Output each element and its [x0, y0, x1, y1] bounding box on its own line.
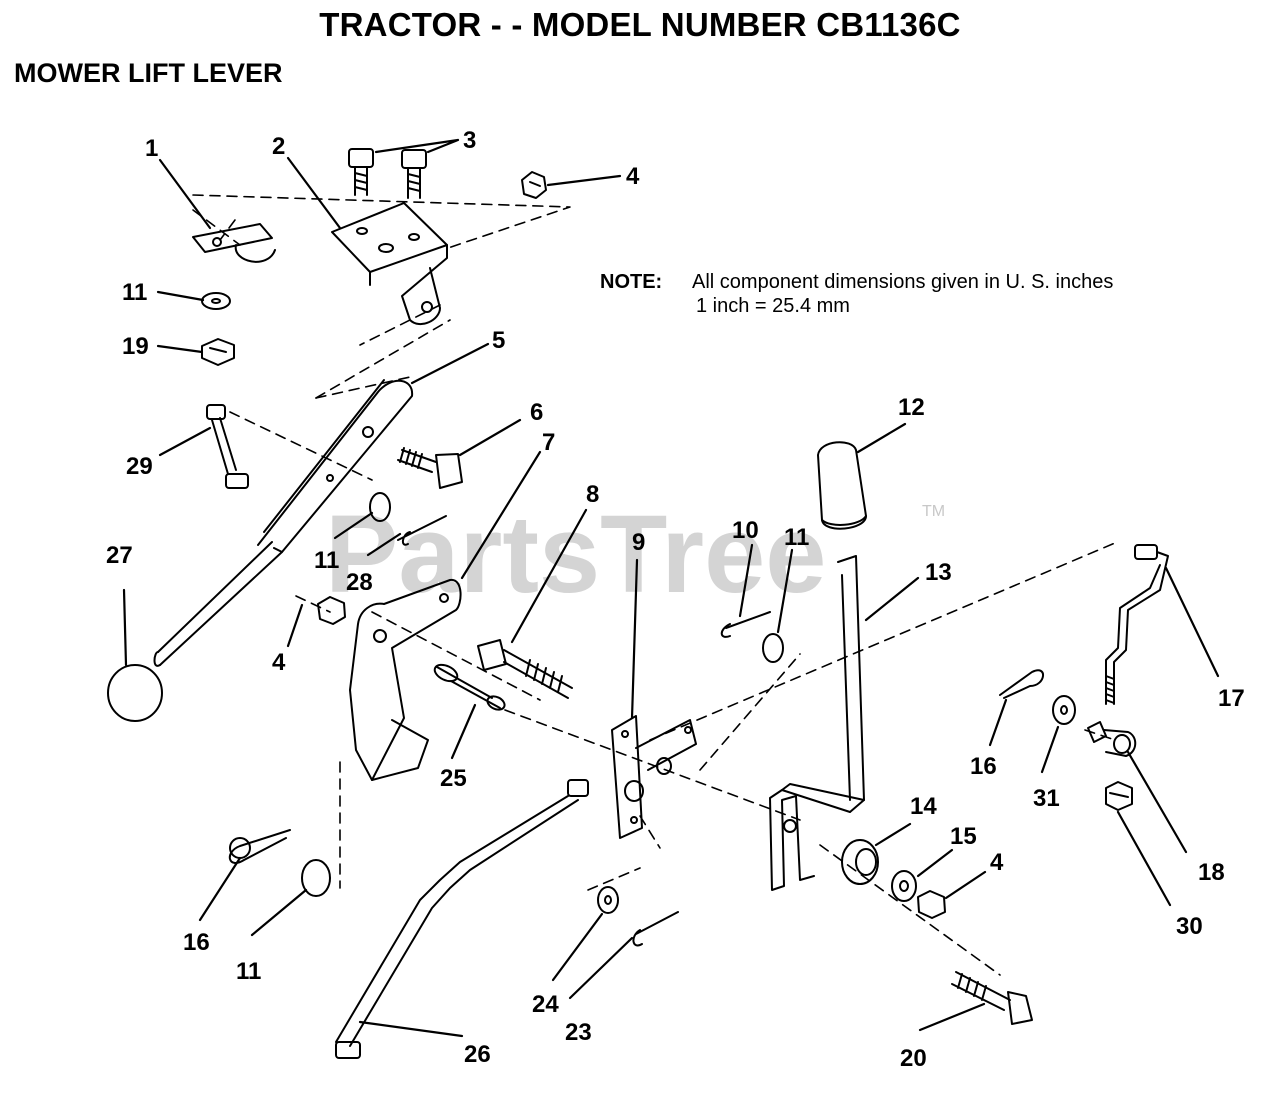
- part-24-washer: [597, 886, 619, 914]
- callout-27: 27: [106, 542, 133, 569]
- part-2-bracket: [331, 202, 448, 326]
- part-11-washer: [211, 298, 221, 304]
- callout-14: 14: [910, 793, 937, 820]
- part-15-washer: [891, 870, 917, 902]
- part-6-bolt: [397, 447, 463, 489]
- callout-11: 11: [314, 547, 339, 574]
- note-label: NOTE:: [600, 271, 663, 293]
- callout-11: 11: [784, 524, 809, 551]
- part-12-grip: [817, 441, 867, 530]
- diagram-title: TRACTOR - - MODEL NUMBER CB1136C: [319, 6, 961, 43]
- part-25-spacer: [433, 663, 506, 711]
- callout-4: 4: [990, 849, 1004, 876]
- callout-19: 19: [122, 333, 149, 360]
- callout-16: 16: [183, 929, 210, 956]
- part-26-rod: [335, 779, 589, 1059]
- part-18-swivel: [1087, 721, 1137, 757]
- part-13-lever: [769, 555, 865, 891]
- callout-16: 16: [970, 753, 997, 780]
- callout-5: 5: [492, 327, 505, 354]
- callout-24: 24: [532, 991, 559, 1018]
- callout-10: 10: [732, 517, 759, 544]
- callout-26: 26: [464, 1041, 491, 1068]
- part-16-hairpin-clip: [999, 669, 1044, 699]
- callout-13: 13: [925, 559, 952, 586]
- part-1-clip: [192, 223, 276, 263]
- part-14-bushing: [841, 839, 879, 885]
- callout-17: 17: [1218, 685, 1245, 712]
- callout-25: 25: [440, 765, 467, 792]
- dimension-note: NOTE: All component dimensions given in U…: [600, 270, 1113, 318]
- note-line-2: 1 inch = 25.4 mm: [696, 295, 850, 317]
- callout-6: 6: [530, 399, 543, 426]
- callout-30: 30: [1176, 913, 1203, 940]
- callout-4: 4: [626, 163, 640, 190]
- part-23-pin: [632, 911, 679, 947]
- part-3-bolts: [348, 148, 427, 199]
- callout-9: 9: [632, 529, 645, 556]
- part-11-washer: [301, 859, 331, 897]
- callout-18: 18: [1198, 859, 1225, 886]
- callout-11: 11: [236, 958, 261, 985]
- part-8-bolt: [477, 639, 573, 699]
- part-10-pin: [720, 611, 771, 638]
- callout-28: 28: [346, 569, 373, 596]
- callout-2: 2: [272, 133, 285, 160]
- part-27-knob: [107, 664, 163, 722]
- part-29-link: [206, 404, 249, 489]
- callout-11: 11: [122, 279, 147, 306]
- callout-4: 4: [272, 649, 286, 676]
- part-4-nut: [521, 171, 547, 199]
- callout-31: 31: [1033, 785, 1060, 812]
- callout-23: 23: [565, 1019, 592, 1046]
- part-30-nut: [1105, 781, 1133, 811]
- part-11-washer: [201, 292, 231, 310]
- section-title: MOWER LIFT LEVER: [14, 58, 283, 88]
- part-4-nut: [317, 596, 346, 625]
- callout-29: 29: [126, 453, 153, 480]
- part-31-washer: [1052, 695, 1076, 725]
- callout-3: 3: [463, 127, 476, 154]
- part-11-washer: [762, 633, 784, 663]
- callout-12: 12: [898, 394, 925, 421]
- callout-7: 7: [542, 429, 555, 456]
- note-line-1: All component dimensions given in U. S. …: [692, 271, 1114, 293]
- part-5-lever-arm: [153, 379, 414, 667]
- part-7-plate: [349, 579, 462, 781]
- callout-20: 20: [900, 1045, 927, 1072]
- callout-15: 15: [950, 823, 977, 850]
- part-28-pin: [397, 515, 447, 546]
- part-17-rod: [1105, 544, 1169, 705]
- callout-8: 8: [586, 481, 599, 508]
- part-11-washer: [369, 492, 391, 522]
- part-4-nut: [917, 890, 946, 919]
- part-20-bolt: [951, 971, 1033, 1025]
- watermark-tm: TM: [922, 503, 945, 520]
- part-9-bracket: [611, 715, 697, 839]
- part-19-nut: [201, 338, 235, 366]
- callout-1: 1: [145, 135, 158, 162]
